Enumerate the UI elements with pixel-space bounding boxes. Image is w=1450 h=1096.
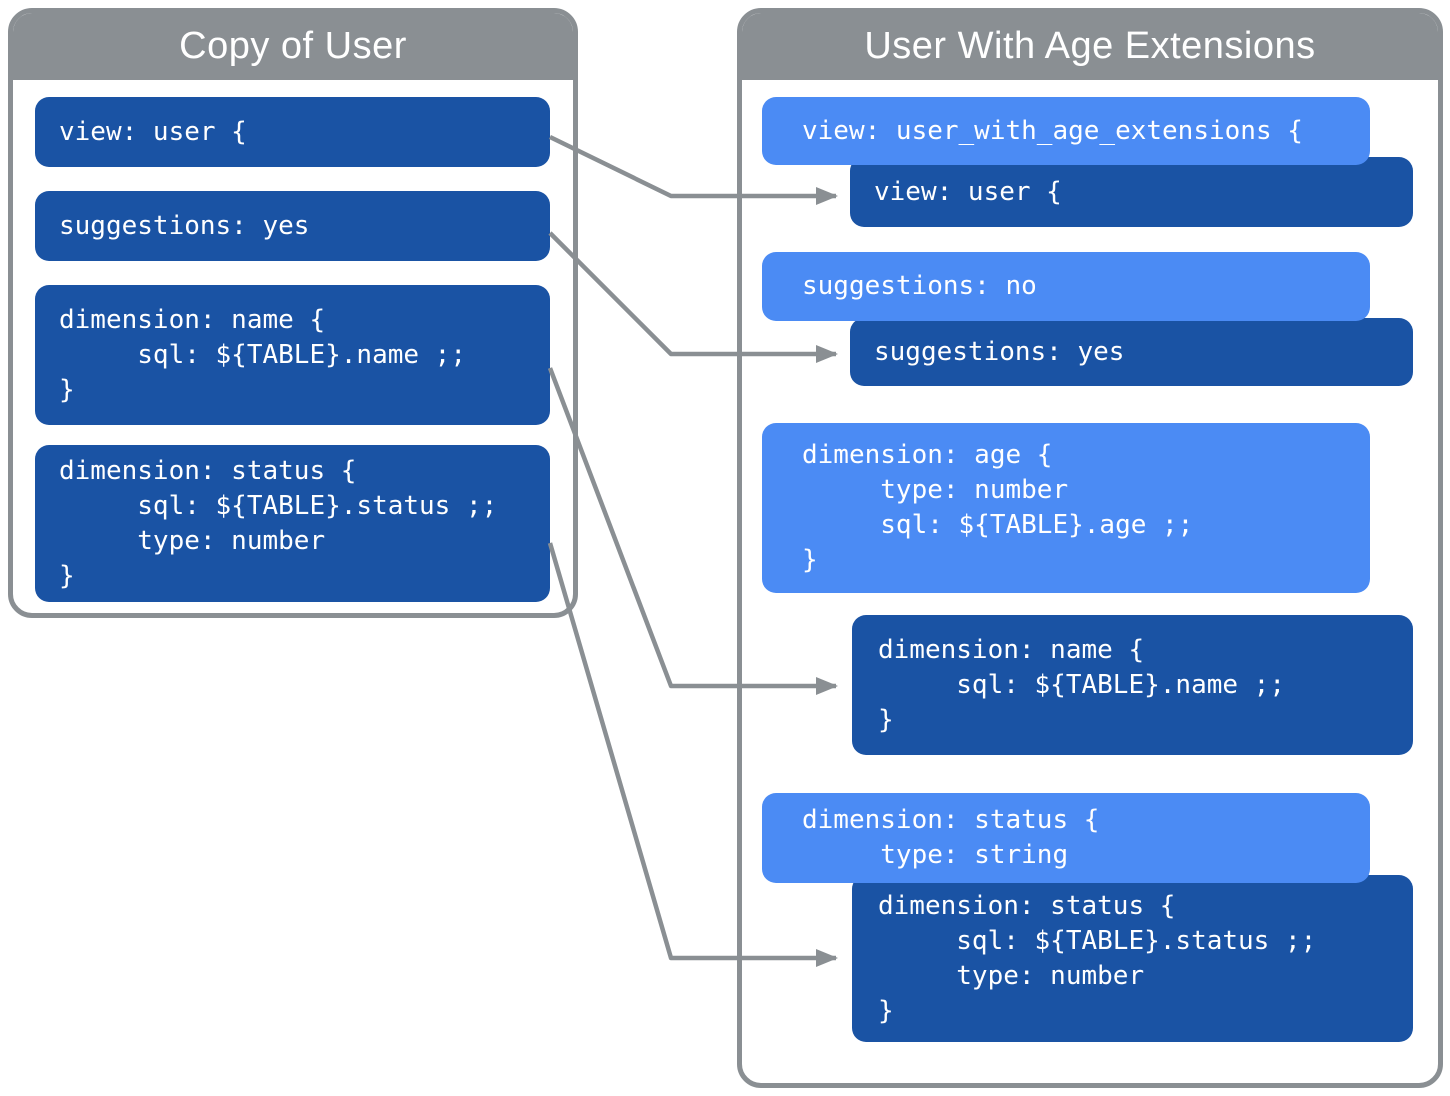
right-dark-view-user: view: user { <box>850 157 1413 227</box>
code-line: suggestions: no <box>802 271 1037 301</box>
panel-user-with-age-extensions-header: User With Age Extensions <box>742 13 1438 80</box>
code-line: type: number <box>59 525 326 556</box>
left-block-dimension-status: dimension: status { sql: ${TABLE}.status… <box>35 445 550 602</box>
code-line: type: number <box>802 475 1069 505</box>
code-line: } <box>878 995 894 1026</box>
right-light-view-extensions: view: user_with_age_extensions { <box>762 97 1370 165</box>
code-line: } <box>59 374 75 405</box>
code-line: suggestions: yes <box>59 210 310 241</box>
panel-title-copy-of-user: Copy of User <box>179 24 407 67</box>
code-line: suggestions: yes <box>874 336 1125 367</box>
right-light-suggestions-no: suggestions: no <box>762 252 1370 321</box>
code-line: } <box>59 560 75 591</box>
code-line: dimension: age { <box>802 440 1053 470</box>
panel-copy-of-user-header: Copy of User <box>13 13 573 80</box>
code-line: dimension: name { <box>878 634 1145 665</box>
left-block-dimension-name: dimension: name { sql: ${TABLE}.name ;; … <box>35 285 550 425</box>
code-line: view: user_with_age_extensions { <box>802 115 1303 146</box>
code-line: dimension: status { <box>59 455 357 486</box>
code-line: sql: ${TABLE}.name ;; <box>878 669 1285 700</box>
left-block-suggestions-yes: suggestions: yes <box>35 191 550 261</box>
code-line: } <box>802 545 818 575</box>
code-line: sql: ${TABLE}.status ;; <box>59 490 498 521</box>
right-light-dimension-age: dimension: age { type: number sql: ${TAB… <box>762 423 1370 593</box>
code-line: type: number <box>878 960 1145 991</box>
right-light-dimension-status: dimension: status { type: string <box>762 793 1370 883</box>
right-dark-dimension-status: dimension: status { sql: ${TABLE}.status… <box>852 875 1413 1042</box>
code-line: } <box>878 704 894 735</box>
panel-title-user-with-age-extensions: User With Age Extensions <box>864 24 1316 67</box>
code-line: dimension: status { <box>802 805 1100 835</box>
code-line: type: string <box>802 840 1069 870</box>
left-block-view-user: view: user { <box>35 97 550 167</box>
code-line: view: user { <box>59 116 247 147</box>
right-dark-suggestions-yes: suggestions: yes <box>850 318 1413 386</box>
code-line: sql: ${TABLE}.age ;; <box>802 510 1194 540</box>
right-dark-dimension-name: dimension: name { sql: ${TABLE}.name ;; … <box>852 615 1413 755</box>
code-line: dimension: name { <box>59 304 326 335</box>
code-line: dimension: status { <box>878 890 1176 921</box>
code-line: view: user { <box>874 176 1062 207</box>
code-line: sql: ${TABLE}.status ;; <box>878 925 1317 956</box>
code-line: sql: ${TABLE}.name ;; <box>59 339 466 370</box>
